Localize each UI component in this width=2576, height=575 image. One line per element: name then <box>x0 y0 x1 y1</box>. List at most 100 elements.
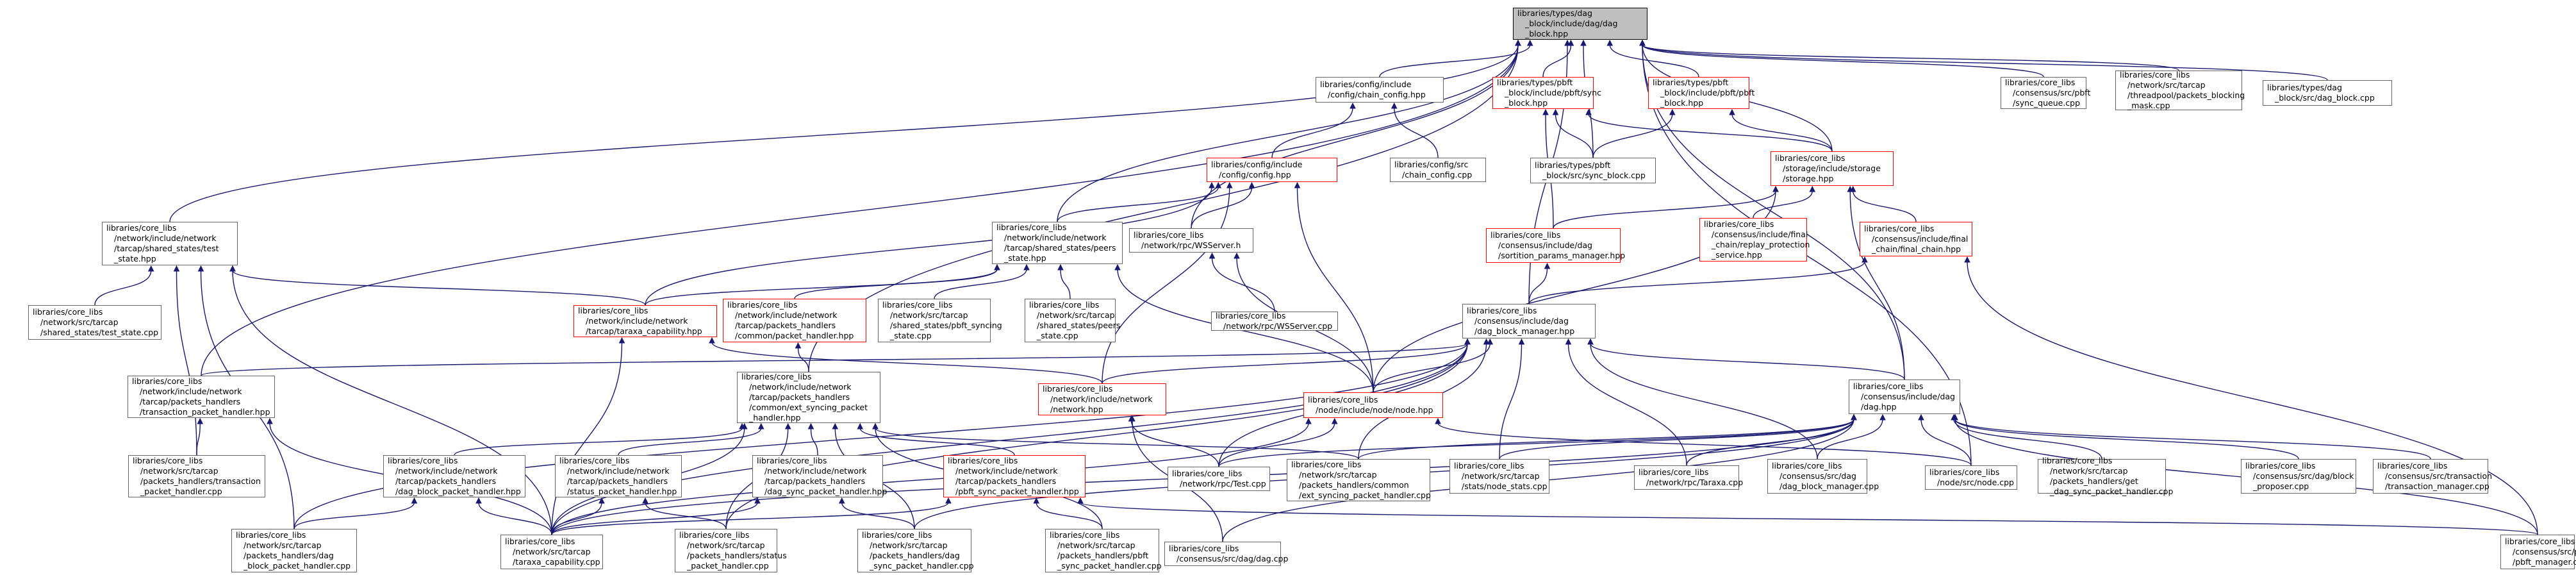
edge-node-hpp-to-config-hpp <box>1294 181 1374 393</box>
graph-node-storage-hpp[interactable]: libraries/core_libs/storage/include/stor… <box>1771 151 1894 186</box>
node-label-line: _block_packet_handler.cpp <box>244 561 351 571</box>
graph-node-pbft-sync-block-hpp[interactable]: libraries/types/pbft_block/include/pbft/… <box>1492 77 1601 109</box>
node-label-line: libraries/core_libs <box>1043 384 1113 394</box>
graph-node-replay-protection-hpp[interactable]: libraries/core_libs/consensus/include/fi… <box>1699 218 1810 262</box>
edge-taraxa-capability-cpp-to-status-ph-hpp <box>551 497 605 535</box>
node-label-line: libraries/core_libs <box>2505 537 2575 546</box>
node-label-line: /consensus/include/dag <box>1861 392 1955 401</box>
graph-node-dag-block-manager-hpp[interactable]: libraries/core_libs/consensus/include/da… <box>1462 304 1596 338</box>
edge-peers-state-cpp-to-peers-state-hpp <box>1057 263 1071 299</box>
node-label-line: /consensus/src/pbft <box>2513 547 2576 556</box>
graph-node-dag-block-ph-hpp[interactable]: libraries/core_libs/network/include/netw… <box>383 455 525 497</box>
graph-node-dag-hpp[interactable]: libraries/core_libs/consensus/include/da… <box>1849 379 1960 414</box>
node-label-line: libraries/config/include <box>1211 160 1303 169</box>
edge-dag-block-manager-hpp-to-final-chain-hpp <box>1528 256 1868 304</box>
graph-node-block-proposer-cpp[interactable]: libraries/core_libs/consensus/src/dag/bl… <box>2241 459 2356 494</box>
edge-node-hpp-to-dag-block-manager-hpp <box>1373 338 1494 393</box>
graph-node-packet-handler-hpp[interactable]: libraries/core_libs/network/include/netw… <box>723 299 866 342</box>
graph-node-chain-config-hpp[interactable]: libraries/config/include/config/chain_co… <box>1316 77 1444 103</box>
graph-node-pbft-manager-cpp[interactable]: libraries/core_libs/consensus/src/pbft/p… <box>2500 535 2576 569</box>
node-label-line: /network/include/network <box>395 466 498 476</box>
graph-node-taraxa-capability-cpp[interactable]: libraries/core_libs/network/src/tarcap/t… <box>500 535 603 569</box>
graph-node-config-hpp[interactable]: libraries/config/include/config/config.h… <box>1207 158 1337 182</box>
edge-config-hpp-to-chain-config-hpp <box>1271 102 1356 158</box>
node-label-line: /sync_queue.cpp <box>2013 98 2081 108</box>
node-label-line: /ext_syncing_packet_handler.cpp <box>1299 490 1431 500</box>
graph-node-status-ph-hpp[interactable]: libraries/core_libs/network/include/netw… <box>555 455 682 497</box>
graph-node-status-ph-cpp[interactable]: libraries/core_libs/network/src/tarcap/p… <box>675 529 787 572</box>
node-label-line: libraries/core_libs <box>948 456 1018 465</box>
graph-node-sync-queue-cpp[interactable]: libraries/core_libs/consensus/src/pbft/s… <box>2001 77 2090 109</box>
graph-node-peers-state-cpp[interactable]: libraries/core_libs/network/src/tarcap/s… <box>1025 299 1121 342</box>
graph-node-test-state-hpp[interactable]: libraries/core_libs/network/include/netw… <box>102 222 238 265</box>
graph-node-ext-syncing-ph-hpp[interactable]: libraries/core_libs/network/include/netw… <box>737 372 880 423</box>
node-label-line: _block/include/dag/dag <box>1525 19 1618 28</box>
node-label-line: /shared_states/peers <box>1037 321 1121 330</box>
graph-node-get-dag-sync-ph-cpp[interactable]: libraries/core_libs/network/src/tarcap/p… <box>2038 456 2173 496</box>
node-label-line: /tarcap/packets_handlers <box>955 476 1057 486</box>
graph-node-test-state-cpp[interactable]: libraries/core_libs/network/src/tarcap/s… <box>28 305 161 340</box>
edge-pbft-block-hpp-to-root <box>1606 39 1699 78</box>
graph-node-node-cpp[interactable]: libraries/core_libs/node/src/node.cpp <box>1925 465 2017 490</box>
edge-storage-hpp-to-pbft-block-hpp <box>1729 108 1833 152</box>
graph-node-dag-cpp[interactable]: libraries/core_libs/consensus/src/dag/da… <box>1164 542 1288 566</box>
node-label-line: libraries/core_libs <box>757 456 827 465</box>
node-label-line: /threadpool/packets_blocking <box>2127 90 2245 100</box>
graph-node-ext-syncing-ph-cpp[interactable]: libraries/core_libs/network/src/tarcap/p… <box>1287 459 1431 501</box>
node-label-line: /pbft_manager.cpp <box>2513 557 2576 567</box>
node-label-line: /packets_handlers/dag <box>244 551 334 560</box>
node-label-line: libraries/core_libs <box>1029 300 1100 310</box>
graph-node-node-stats-cpp[interactable]: libraries/core_libs/network/src/tarcap/s… <box>1449 459 1549 494</box>
graph-node-node-hpp[interactable]: libraries/core_libs/node/include/node/no… <box>1303 392 1443 418</box>
edge-taraxa-capability-cpp-to-dag-block-ph-hpp <box>475 497 552 535</box>
edge-network-hpp-to-config-hpp <box>1102 181 1233 384</box>
graph-node-peers-state-hpp[interactable]: libraries/core_libs/network/include/netw… <box>992 222 1123 264</box>
edge-pbft-sync-block-cpp-to-pbft-sync-block-hpp <box>1552 108 1594 158</box>
node-label-line: libraries/core_libs <box>388 456 458 465</box>
node-label-line: /tarcap/packets_handlers <box>395 476 497 486</box>
graph-node-chain-config-cpp[interactable]: libraries/config/src/chain_config.cpp <box>1390 158 1486 182</box>
node-label-line: libraries/core_libs <box>132 376 202 386</box>
node-label-line: libraries/core_libs <box>106 223 177 233</box>
graph-node-taraxa-capability-hpp[interactable]: libraries/core_libs/network/include/netw… <box>574 305 717 337</box>
node-label-line: _proposer.cpp <box>2253 481 2309 491</box>
graph-node-dag-block-ph-cpp[interactable]: libraries/core_libs/network/src/tarcap/p… <box>231 529 357 572</box>
graph-node-dag-sync-ph-cpp[interactable]: libraries/core_libs/network/src/tarcap/p… <box>857 529 974 572</box>
node-label-line: libraries/types/pbft <box>1653 78 1729 87</box>
graph-node-transaction-manager-cpp[interactable]: libraries/core_libs/consensus/src/transa… <box>2373 459 2492 494</box>
node-label-line: /network/include/network <box>749 382 852 392</box>
node-label-line: /packets_handlers/pbft <box>1057 551 1149 560</box>
edge-transaction-ph-cpp-to-transaction-ph-hpp <box>196 417 204 456</box>
graph-node-pbft-syncing-state-cpp[interactable]: libraries/core_libs/network/src/tarcap/s… <box>878 299 1002 342</box>
graph-node-final-chain-hpp[interactable]: libraries/core_libs/consensus/include/fi… <box>1860 222 1972 256</box>
graph-node-dag-sync-ph-hpp[interactable]: libraries/core_libs/network/include/netw… <box>752 455 887 497</box>
edge-peers-state-hpp-to-root <box>1057 39 1521 222</box>
edge-dag-hpp-to-root <box>1639 39 1905 380</box>
graph-node-sortition-hpp[interactable]: libraries/core_libs/consensus/include/da… <box>1486 228 1625 263</box>
edge-chain-config-cpp-to-chain-config-hpp <box>1391 102 1439 158</box>
graph-node-transaction-ph-cpp[interactable]: libraries/core_libs/network/src/tarcap/p… <box>128 455 265 497</box>
graph-node-pbft-sync-block-cpp[interactable]: libraries/types/pbft_block/src/sync_bloc… <box>1530 158 1656 183</box>
edge-taraxa-capability-cpp-to-taraxa-capability-hpp <box>551 337 625 535</box>
graph-node-taraxa-cpp[interactable]: libraries/core_libs/network/rpc/Taraxa.c… <box>1634 465 1744 490</box>
graph-node-pbft-sync-ph-cpp[interactable]: libraries/core_libs/network/src/tarcap/p… <box>1045 529 1162 572</box>
node-label-line: /network/rpc/Taraxa.cpp <box>1646 478 1744 487</box>
node-label-line: libraries/types/pbft <box>1535 160 1611 170</box>
node-label-line: libraries/core_libs <box>1050 530 1120 540</box>
graph-node-pbft-block-hpp[interactable]: libraries/types/pbft_block/include/pbft/… <box>1648 77 1754 109</box>
graph-node-dag-block-manager-cpp[interactable]: libraries/core_libs/consensus/src/dag/da… <box>1767 459 1879 494</box>
graph-node-transaction-ph-hpp[interactable]: libraries/core_libs/network/include/netw… <box>128 376 275 418</box>
graph-node-wsserver-cpp[interactable]: libraries/core_libs/network/rpc/WSServer… <box>1211 311 1338 331</box>
node-label-line: /network/src/tarcap <box>40 317 119 327</box>
graph-node-test-cpp[interactable]: libraries/core_libs/network/rpc/Test.cpp <box>1168 467 1270 491</box>
graph-node-network-hpp[interactable]: libraries/core_libs/network/include/netw… <box>1038 383 1166 415</box>
graph-node-pbft-sync-ph-hpp[interactable]: libraries/core_libs/network/include/netw… <box>943 455 1086 497</box>
edge-dag-block-ph-cpp-to-dag-block-ph-hpp <box>293 497 418 529</box>
node-label-line: /packets_handlers/dag <box>870 551 960 560</box>
node-label-line: /network/src/tarcap <box>1462 471 1540 481</box>
graph-node-wsserver-h[interactable]: libraries/core_libs/network/rpc/WSServer… <box>1129 228 1253 253</box>
node-label-line: /network/rpc/WSServer.h <box>1141 240 1241 250</box>
graph-node-threadpool-cpp[interactable]: libraries/core_libs/network/src/tarcap/t… <box>2115 70 2245 110</box>
edge-peers-state-hpp-to-config-hpp <box>1057 181 1222 222</box>
graph-node-dag-block-cpp[interactable]: libraries/types/dag_block/src/dag_block.… <box>2263 80 2392 106</box>
